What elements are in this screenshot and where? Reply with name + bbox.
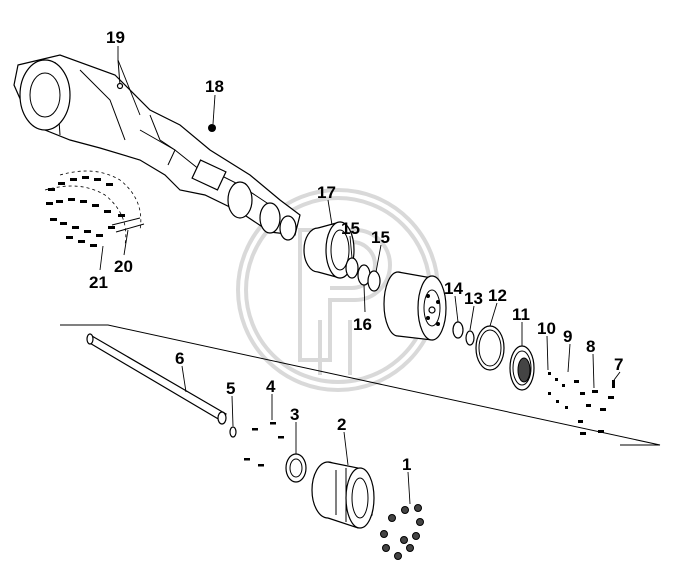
callout-1: 1 [402, 455, 411, 474]
planetary-carrier [383, 271, 447, 341]
cover-bolt-set [548, 372, 615, 435]
callout-8: 8 [586, 337, 595, 356]
callout-18: 18 [205, 77, 224, 96]
leader-lines [99, 46, 621, 505]
hub-cover [509, 345, 535, 391]
callout-9: 9 [563, 327, 572, 346]
oil-seal [285, 453, 307, 483]
snap-ring [229, 426, 237, 438]
callout-3: 3 [290, 405, 299, 424]
axle-centerline [60, 324, 661, 446]
axle-housing [13, 54, 301, 241]
callout-19: 19 [106, 28, 125, 47]
callout-14: 14 [444, 279, 463, 298]
callout-12: 12 [488, 286, 507, 305]
callout-15a: 15 [341, 219, 360, 238]
callout-13: 13 [464, 289, 483, 308]
callout-20: 20 [114, 257, 133, 276]
axle-shaft [86, 333, 227, 425]
gasket [475, 325, 505, 371]
callout-5: 5 [226, 379, 235, 398]
wheel-nuts [380, 504, 424, 560]
callout-4: 4 [266, 377, 276, 396]
callout-labels: 1 2 3 4 5 6 7 8 9 10 11 12 13 14 15 15 1… [89, 28, 623, 474]
callout-21: 21 [89, 273, 108, 292]
housing-bolt-set [44, 170, 145, 247]
callout-17: 17 [317, 183, 336, 202]
callout-7: 7 [614, 355, 623, 374]
callout-6: 6 [175, 349, 184, 368]
callout-15b: 15 [371, 228, 390, 247]
studs [244, 422, 284, 467]
wheel-hub [311, 461, 375, 529]
callout-10: 10 [537, 319, 556, 338]
callout-11: 11 [512, 305, 530, 324]
callout-16: 16 [353, 315, 372, 334]
vent-fitting [116, 59, 216, 132]
callout-2: 2 [337, 415, 346, 434]
retaining-rings [345, 257, 381, 292]
